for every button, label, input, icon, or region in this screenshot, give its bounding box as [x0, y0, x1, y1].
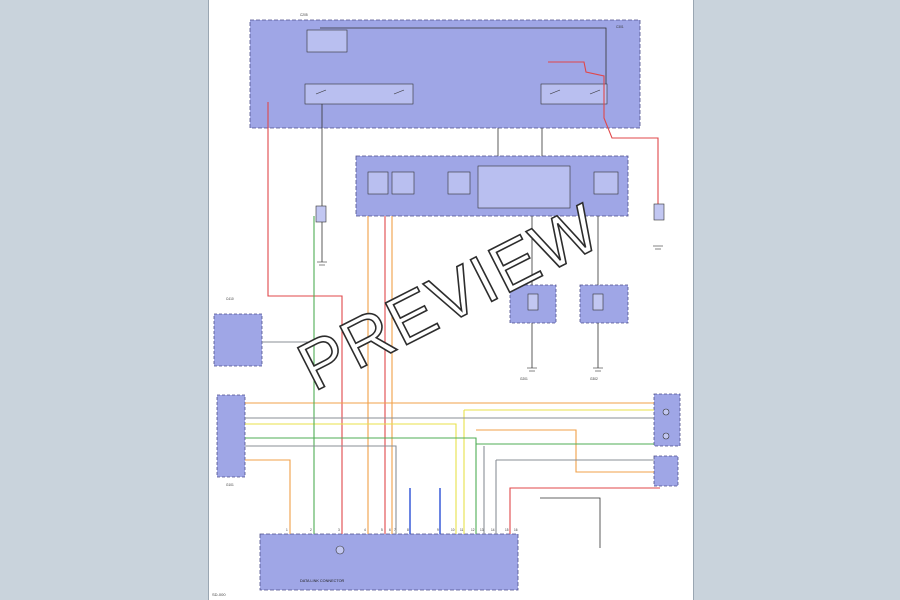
module-title: DATA LINK CONNECTOR [300, 579, 345, 583]
terminal-label: 3 [338, 528, 340, 532]
terminal-label: 16 [514, 528, 518, 532]
wire-red-bottom [509, 487, 660, 534]
page-number: SD-000 [212, 592, 226, 597]
right-connector-bottom [653, 455, 679, 487]
jb-fuse-a [367, 171, 389, 195]
wire-red-right [548, 61, 659, 210]
wire-green-2 [245, 437, 477, 534]
terminal-label: 10 [451, 528, 455, 532]
terminal-label-group: 1 2 3 4 5 6 7 8 9 10 11 12 13 14 15 16 [286, 528, 518, 532]
terminal-label: 11 [460, 528, 464, 532]
jb-fuse-c [447, 171, 471, 195]
terminal-label: 1 [286, 528, 288, 532]
terminal-label: 9 [437, 528, 439, 532]
relay-components [304, 29, 619, 209]
terminal-label: 12 [471, 528, 475, 532]
switch-module-left [213, 313, 263, 367]
terminal-label: 13 [480, 528, 484, 532]
label-blocks: C205 C301 C410 G101 G201 G302 1 2 3 4 5 … [212, 13, 624, 597]
terminal-label: 15 [505, 528, 509, 532]
terminal-label: 7 [394, 528, 396, 532]
wires [245, 27, 660, 548]
preview-watermark: PREVIEW [286, 189, 612, 405]
connector-label: G201 [520, 377, 528, 381]
wire-black-top [320, 27, 607, 84]
jb-controller [477, 165, 571, 209]
connector-label: C410 [226, 297, 234, 301]
terminal-label: 5 [381, 528, 383, 532]
wire-red-main [267, 102, 343, 534]
terminal-label: 4 [364, 528, 366, 532]
fuse-top [306, 29, 348, 53]
terminal-label: 2 [310, 528, 312, 532]
connector-label: G302 [590, 377, 598, 381]
connector-block-left [216, 394, 246, 478]
wire-yellow-1 [245, 423, 457, 534]
terminal-label: 6 [389, 528, 391, 532]
wire-black-right [540, 497, 601, 534]
terminal-label: 8 [407, 528, 409, 532]
connector-label: C205 [300, 13, 308, 17]
connector-label: C301 [616, 25, 624, 29]
connector-label-group: C205 C301 C410 G101 G201 G302 [226, 13, 624, 487]
relay-right [540, 83, 608, 105]
sensor-module-b [579, 284, 629, 324]
wire-orange-4 [245, 459, 291, 534]
wire-orange-5 [476, 429, 654, 473]
module-boxes [213, 19, 681, 591]
connector-label: G101 [226, 483, 234, 487]
jb-fuse-d [593, 171, 619, 195]
wire-gray-2 [245, 445, 397, 534]
main-control-module [259, 533, 519, 591]
relay-left [304, 83, 414, 105]
ground-symbols [315, 203, 670, 555]
jb-fuse-b [391, 171, 415, 195]
terminal-label: 14 [491, 528, 495, 532]
